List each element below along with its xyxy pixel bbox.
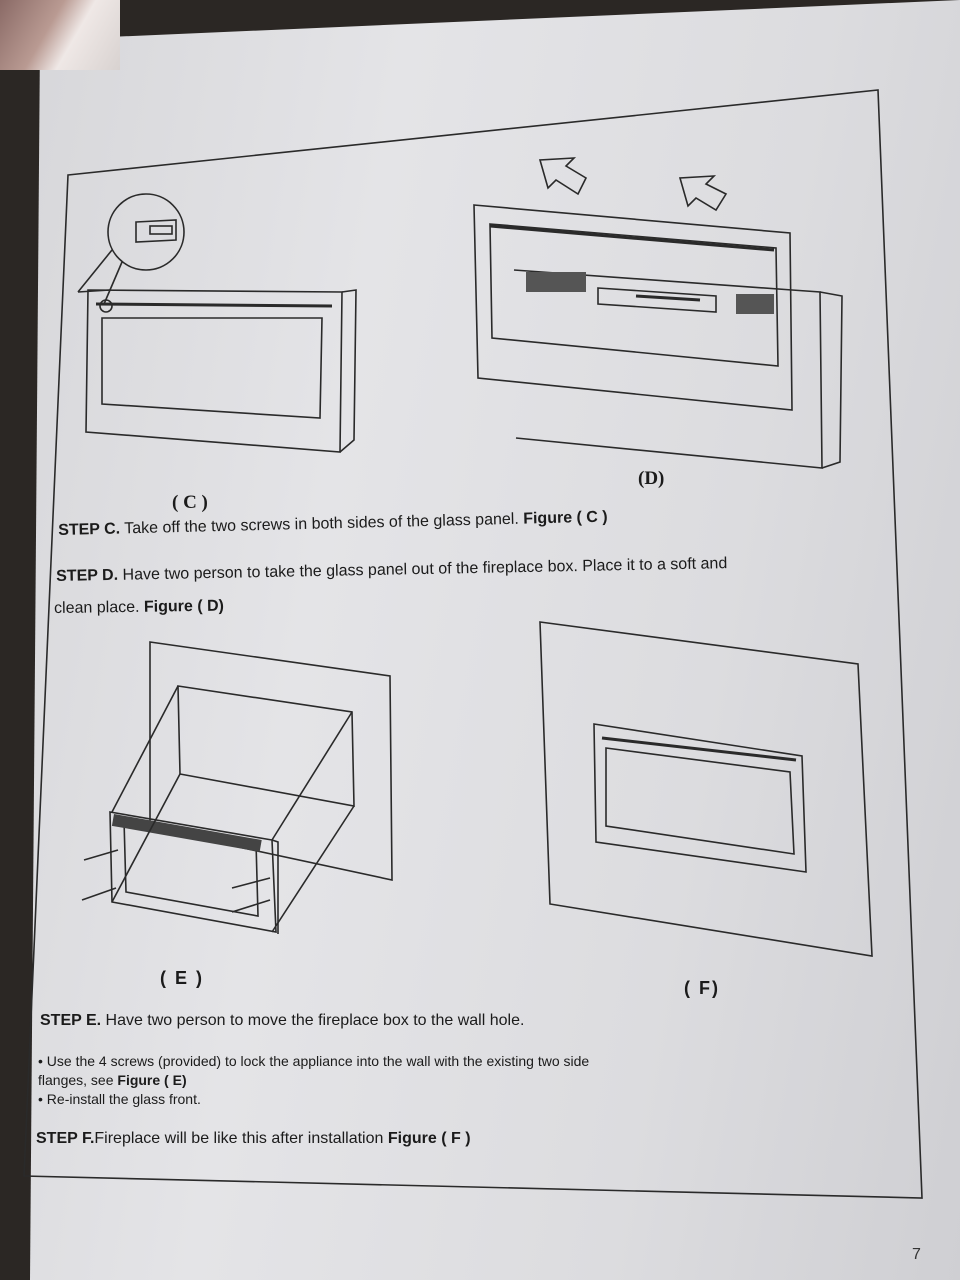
step-e: STEP E. Have two person to move the fire…: [40, 1012, 524, 1030]
step-c-ref: Figure ( C ): [523, 508, 608, 528]
step-e-bullet-1-ref: Figure ( E): [117, 1072, 187, 1088]
step-f-ref: Figure ( F ): [387, 1130, 471, 1147]
step-d-line2: clean place. Figure ( D): [54, 598, 224, 618]
caption-f: ( F): [684, 978, 720, 998]
step-c-label: STEP C.: [58, 520, 121, 539]
page-number: 7: [912, 1246, 921, 1263]
step-e-bullet-1-text: flanges, see: [38, 1072, 118, 1088]
step-e-bullet-2: • Re-install the glass front.: [38, 1091, 201, 1107]
step-e-bullet-1-line1: • Use the 4 screws (provided) to lock th…: [38, 1053, 590, 1069]
caption-e: ( E ): [160, 968, 204, 988]
step-e-label: STEP E.: [40, 1012, 102, 1029]
background-corner: [0, 0, 120, 70]
step-e-bullet-1-line2: flanges, see Figure ( E): [38, 1071, 187, 1089]
step-f-text: Fireplace will be like this after instal…: [94, 1130, 388, 1147]
caption-c: ( C ): [172, 492, 208, 513]
caption-d: (D): [638, 468, 665, 489]
step-d-text2: clean place.: [54, 598, 145, 617]
step-f-label: STEP F.: [36, 1130, 95, 1147]
step-e-text: Have two person to move the fireplace bo…: [101, 1012, 525, 1029]
step-f: STEP F.Fireplace will be like this after…: [36, 1130, 471, 1148]
step-d-ref: Figure ( D): [143, 597, 225, 616]
step-d-label: STEP D.: [56, 566, 119, 585]
